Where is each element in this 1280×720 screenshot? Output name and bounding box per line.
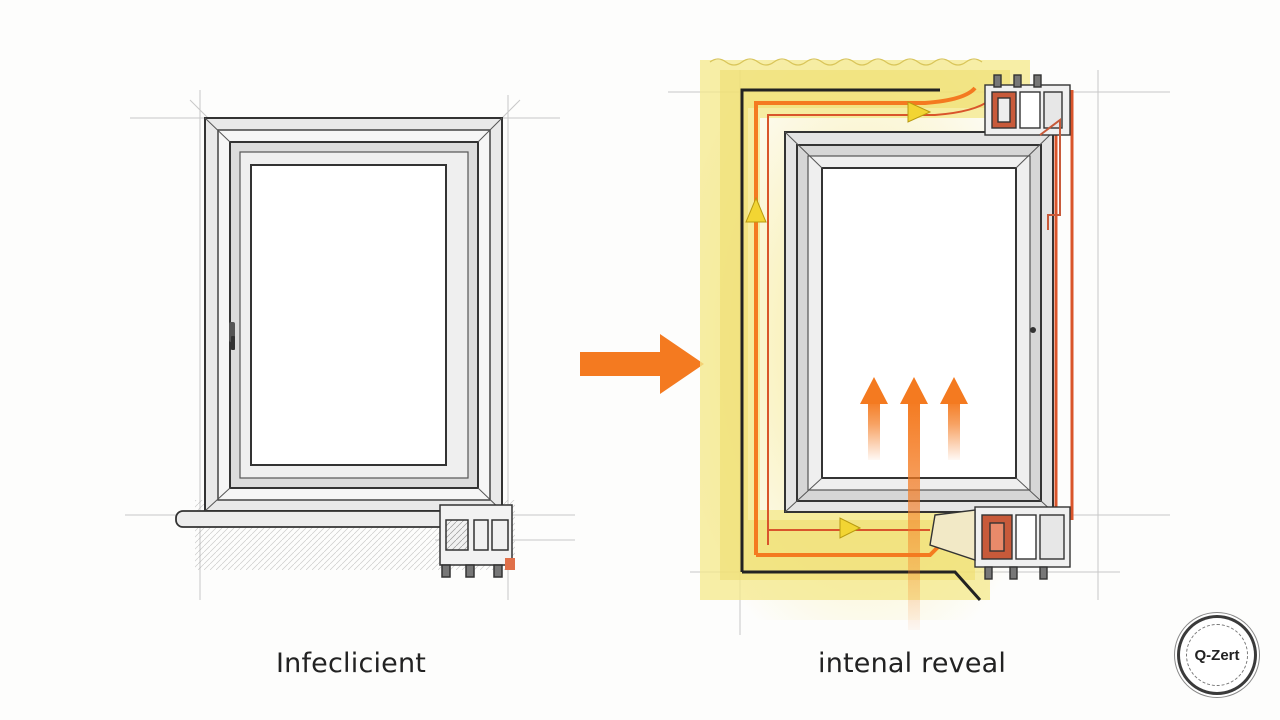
triangle-arrow-icon: [745, 101, 932, 539]
right-window-handle: [1030, 327, 1036, 333]
right-bottom-profile: [929, 506, 1071, 580]
right-caption: intenal reveal: [818, 648, 1007, 679]
logo-text: Q-Zert: [1194, 646, 1240, 664]
q-zert-logo: Q-Zert: [1180, 618, 1254, 692]
logo-ring: [1186, 624, 1248, 686]
right-top-profile: [984, 74, 1071, 230]
arrow-up-icon: [860, 377, 968, 630]
left-glass: [250, 164, 447, 466]
right-window-sketch: [668, 58, 1170, 635]
left-window-handle: [229, 322, 235, 350]
left-profile-section: [439, 504, 515, 578]
left-caption: Infeclicient: [276, 648, 427, 679]
left-window-sill: [175, 510, 447, 528]
left-window-sketch: [125, 90, 575, 600]
reveal-boundary: [740, 88, 940, 572]
arrow-right-icon: [580, 334, 704, 394]
